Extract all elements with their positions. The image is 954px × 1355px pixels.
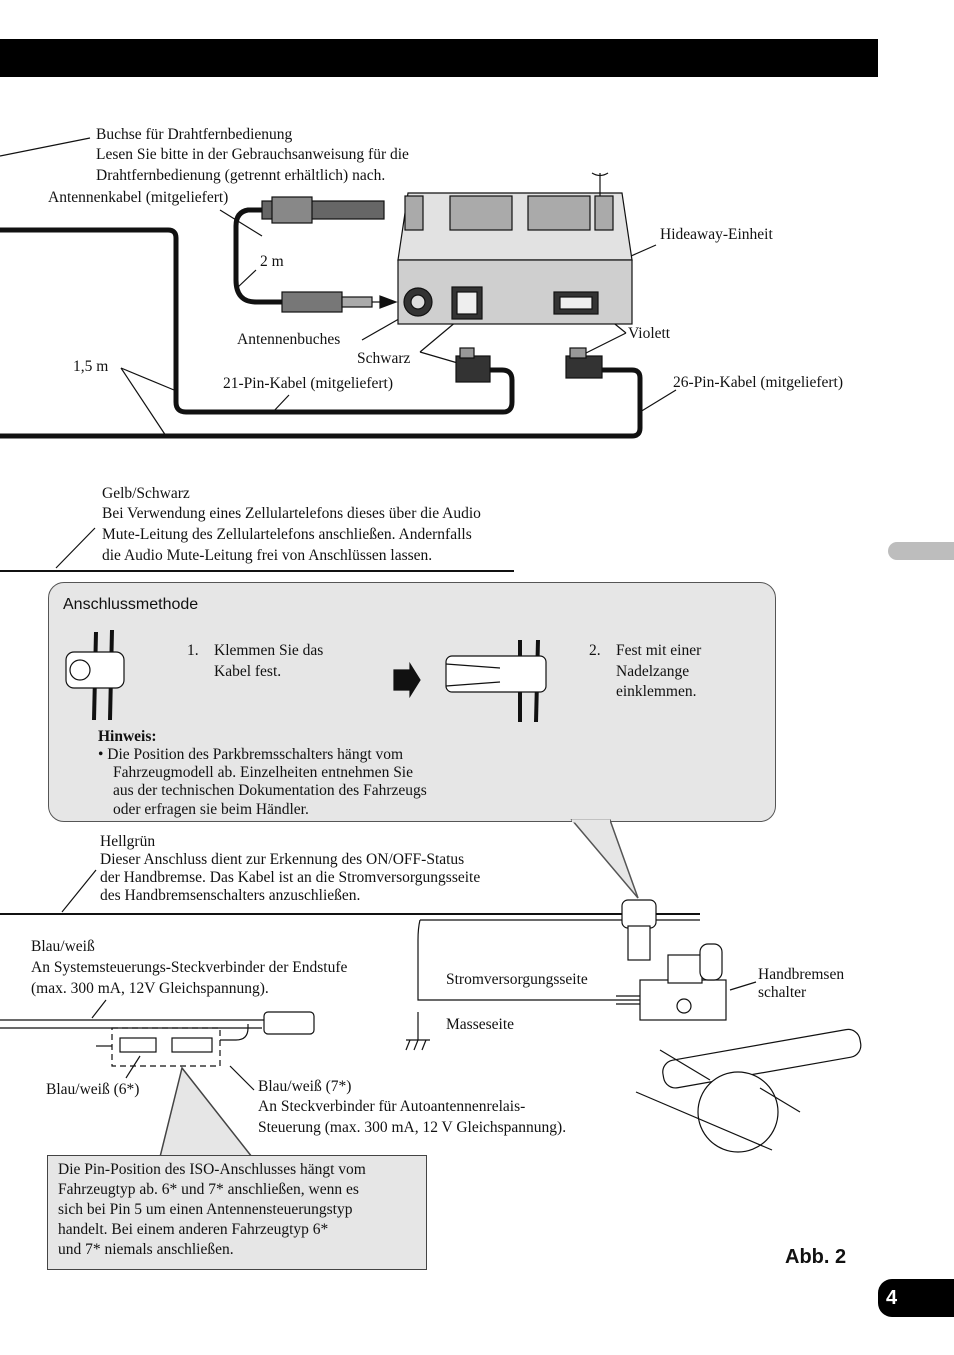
iso-line-2: Fahrzeugtyp ab. 6* und 7* anschließen, w… (58, 1181, 359, 1198)
handbrake-color: Hellgrün (100, 833, 156, 850)
bluewhite-line-2: (max. 300 mA, 12V Gleichspannung). (31, 980, 269, 997)
note-line-3: aus der technischen Dokumentation des Fa… (113, 782, 427, 799)
hideaway-unit-label: Hideaway-Einheit (660, 226, 773, 243)
note-title: Hinweis: (98, 728, 157, 745)
antenna-jack-label: Antennenbuches (237, 331, 341, 348)
bluewhite-pin7-line-2: Steuerung (max. 300 mA, 12 V Gleichspann… (258, 1119, 567, 1136)
iso-line-4: handelt. Bei einem anderen Fahrzeugtyp 6… (58, 1221, 329, 1238)
handbrake-line-2: der Handbremse. Das Kabel ist an die Str… (100, 869, 481, 886)
mute-line-3: die Audio Mute-Leitung frei von Anschlüs… (102, 547, 433, 564)
step2-line-3: einklemmen. (616, 683, 697, 700)
iso-note-box: Die Pin-Position des ISO-Anschlusses hän… (47, 1155, 427, 1270)
length-2m-label: 2 m (260, 253, 284, 270)
iso-line-5: und 7* niemals anschließen. (58, 1241, 234, 1258)
switch-label-2: schalter (758, 984, 807, 1001)
bluewhite-line-1: An Systemsteuerungs-Steckverbinder der E… (31, 959, 348, 976)
switch-label-1: Handbremsen (758, 966, 845, 983)
step1-number: 1. (187, 642, 199, 659)
bluewhite-pin7-line-1: An Steckverbinder für Autoantennenrelais… (258, 1098, 526, 1115)
handbrake-line-3: des Handbremsenschalters anzuschließen. (100, 887, 361, 904)
page-number: 4 (878, 1279, 954, 1317)
remote-jack-line-1: Lesen Sie bitte in der Gebrauchsanweisun… (96, 146, 409, 163)
ground-side-label: Masseseite (446, 1016, 515, 1033)
length-1-5m-label: 1,5 m (73, 358, 109, 375)
connection-method-box (48, 582, 776, 822)
handbrake-line-1: Dieser Anschluss dient zur Erkennung des… (100, 851, 465, 868)
antenna-cable-label: Antennenkabel (mitgeliefert) (48, 189, 229, 206)
black-label: Schwarz (357, 350, 411, 367)
bluewhite-pin7-label: Blau/weiß (7*) (258, 1078, 352, 1095)
step2-line-1: Fest mit einer (616, 642, 702, 659)
note-line-1: • Die Position des Parkbremsschalters hä… (98, 746, 404, 763)
note-line-2: Fahrzeugmodell ab. Einzelheiten entnehme… (113, 764, 413, 781)
mute-line-1: Bei Verwendung eines Zellulartelefons di… (102, 505, 481, 522)
figure-label: Abb. 2 (785, 1246, 847, 1268)
pin26-cable-label: 26-Pin-Kabel (mitgeliefert) (673, 374, 844, 391)
pin21-cable-label: 21-Pin-Kabel (mitgeliefert) (223, 375, 394, 392)
bluewhite-color: Blau/weiß (31, 938, 95, 955)
remote-jack-title: Buchse für Drahtfernbedienung (96, 126, 293, 143)
bluewhite-pin6-label: Blau/weiß (6*) (46, 1081, 140, 1098)
mute-line-2: Mute-Leitung des Zellulartelefons anschl… (102, 526, 472, 543)
step1-line-2: Kabel fest. (214, 663, 282, 680)
power-side-label: Stromversorgungsseite (446, 971, 588, 988)
iso-line-1: Die Pin-Position des ISO-Anschlusses hän… (58, 1161, 366, 1178)
remote-jack-line-2: Drahtfernbedienung (getrennt erhältlich)… (96, 167, 386, 184)
step2-number: 2. (589, 642, 601, 659)
violet-label: Violett (628, 325, 671, 342)
iso-line-3: sich bei Pin 5 um einen Antennensteuerun… (58, 1201, 353, 1218)
mute-color: Gelb/Schwarz (102, 485, 190, 502)
note-line-4: oder erfragen sie beim Händler. (113, 801, 309, 818)
header-bar (0, 39, 878, 77)
method-title: Anschlussmethode (63, 596, 199, 613)
section-tab (888, 542, 954, 560)
step2-line-2: Nadelzange (616, 663, 690, 680)
step1-line-1: Klemmen Sie das (214, 642, 324, 659)
